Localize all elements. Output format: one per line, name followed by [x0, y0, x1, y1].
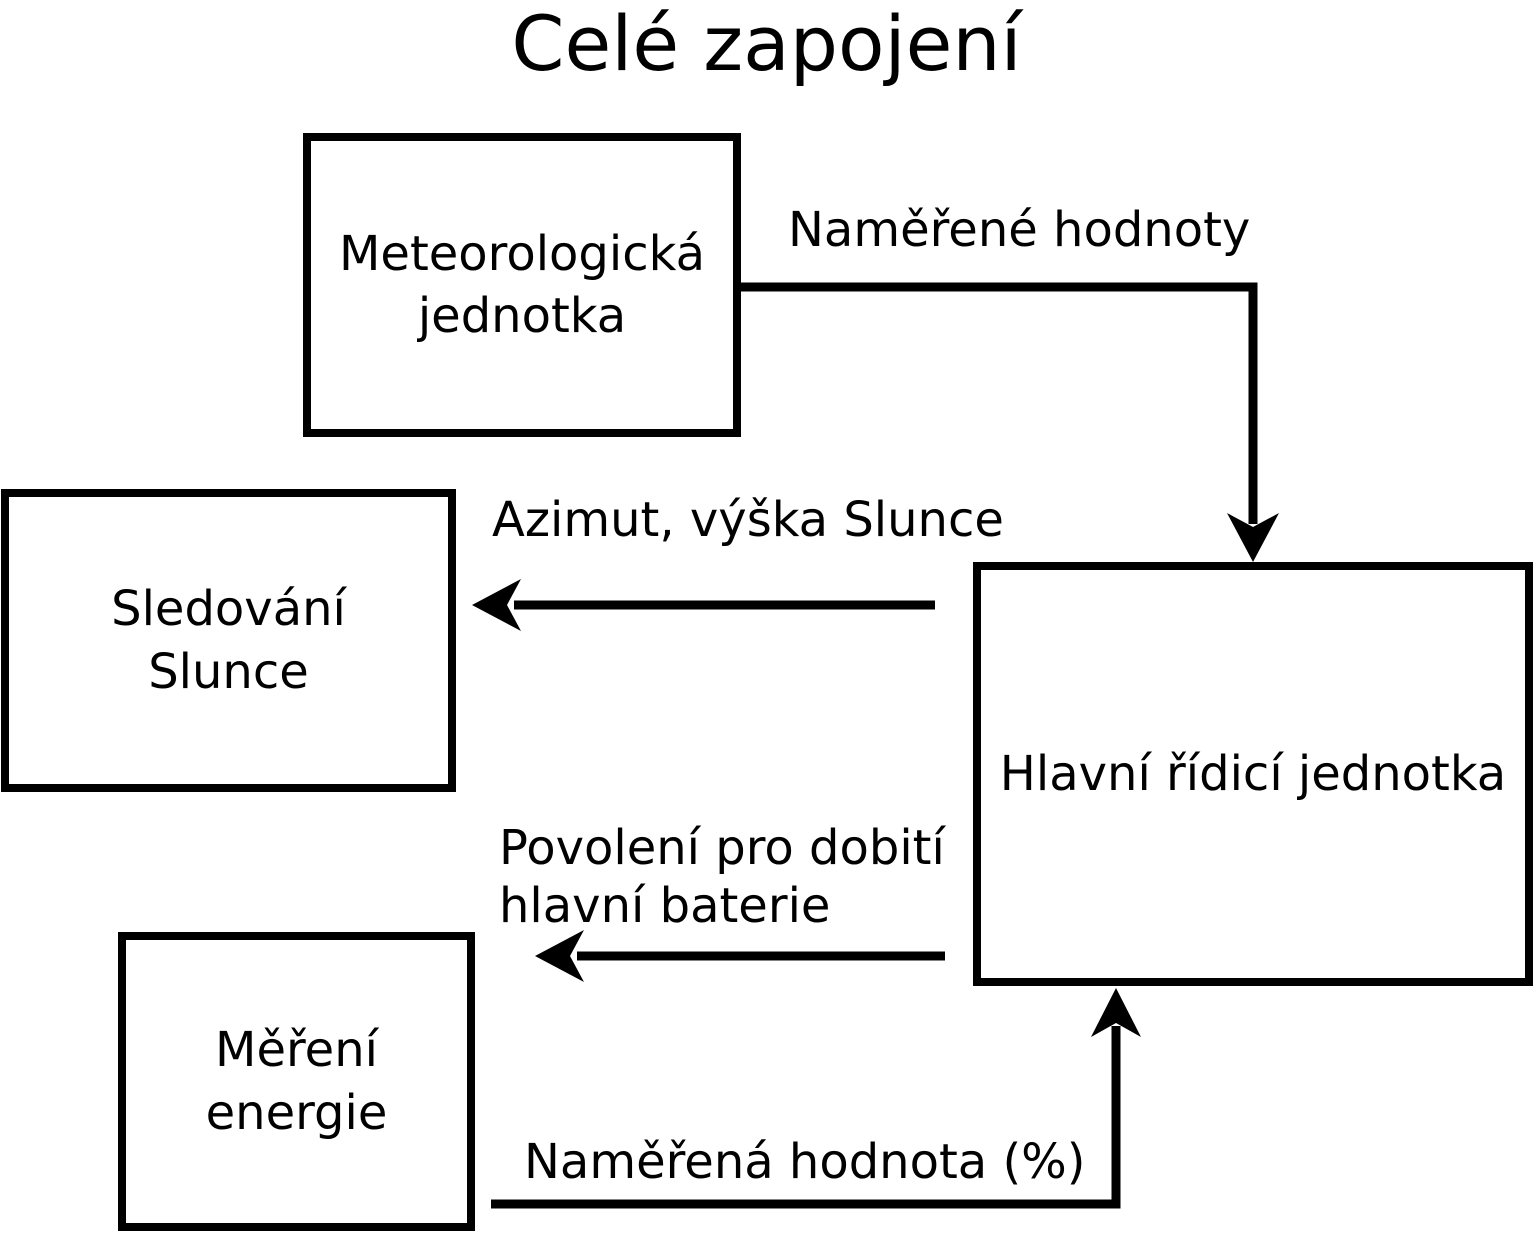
node-label: Hlavní řídicí jednotka — [999, 745, 1507, 802]
diagram-title: Celé zapojení — [511, 0, 1022, 88]
edge-label-azimut-vyska-slunce: Azimut, výška Slunce — [492, 492, 1004, 548]
node-label: Sledování Slunce — [111, 581, 346, 700]
connector-azimut — [472, 579, 935, 631]
node-mereni-energie: Měření energie — [118, 932, 475, 1231]
arrowhead-up-icon — [1091, 988, 1141, 1037]
edge-label-namerene-hodnoty: Naměřené hodnoty — [788, 202, 1251, 258]
node-hlavni-ridici-jednotka: Hlavní řídicí jednotka — [973, 562, 1533, 986]
connector-povoleni — [535, 930, 945, 982]
node-label: Meteorologická jednotka — [339, 225, 705, 344]
edge-label-povoleni-pro-dobiti: Povolení pro dobití hlavní baterie — [499, 820, 945, 934]
node-label: Měření energie — [205, 1022, 388, 1141]
edge-label-namerena-hodnota: Naměřená hodnota (%) — [524, 1134, 1086, 1190]
arrowhead-down-icon — [1227, 513, 1279, 562]
arrowhead-left-icon — [535, 930, 584, 982]
node-meteorologicka-jednotka: Meteorologická jednotka — [303, 133, 741, 437]
node-sledovani-slunce: Sledování Slunce — [1, 489, 456, 792]
arrowhead-left-icon — [472, 579, 521, 631]
